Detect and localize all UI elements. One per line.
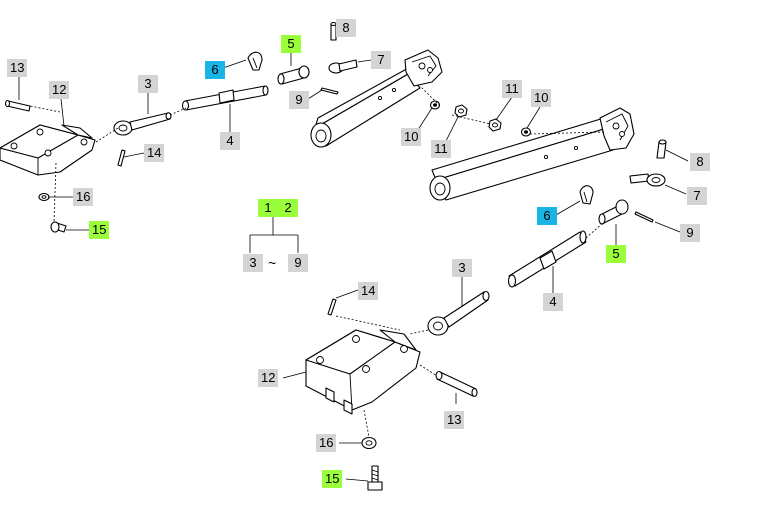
pin-5-right — [598, 199, 629, 225]
tube-4-right — [507, 230, 587, 288]
rod-end-3-right — [427, 290, 490, 336]
callout-15-lower: 15 — [322, 470, 343, 488]
nut-11-top — [454, 104, 468, 118]
nut-11-right — [488, 118, 502, 132]
clip-6-right — [579, 185, 594, 205]
bracket-12-top — [0, 124, 96, 176]
bolt-15-top — [50, 221, 67, 233]
callout-5-top: 5 — [281, 35, 301, 53]
callout-8-right: 8 — [690, 153, 710, 171]
callout-6-right: 6 — [537, 207, 557, 225]
callout-13-lower: 13 — [444, 411, 465, 429]
callout-12-lower: 12 — [258, 369, 279, 387]
legend-label-9: 9 — [288, 254, 308, 272]
washer-16-lower — [361, 436, 377, 450]
legend-label-3: 3 — [243, 254, 263, 272]
callout-9-right: 9 — [680, 224, 700, 242]
callout-10-top: 10 — [401, 128, 422, 146]
legend-label-1: 1 — [258, 199, 278, 217]
washer-10-right — [520, 127, 532, 137]
clip-6-top — [247, 51, 263, 71]
callout-7-right: 7 — [687, 187, 707, 205]
tube-4-top — [181, 85, 269, 111]
rod-end-3-top — [113, 112, 172, 136]
pin-9-top — [320, 87, 339, 95]
eyebolt-7-top — [328, 59, 358, 74]
callout-3-right: 3 — [452, 259, 472, 277]
callout-8-top: 8 — [336, 19, 356, 37]
eyebolt-7-right — [629, 173, 666, 187]
pin-9-right — [634, 211, 654, 223]
callout-16-top: 16 — [73, 188, 94, 206]
pin-8-top — [330, 21, 337, 41]
lower-arm-top — [310, 49, 443, 148]
bracket-12-lower — [305, 329, 421, 415]
pin-13-lower — [435, 370, 478, 398]
callout-12-top: 12 — [49, 81, 70, 99]
callout-3-top: 3 — [138, 75, 158, 93]
pin-14-top — [117, 149, 126, 167]
callout-4-top: 4 — [220, 132, 240, 150]
pin-14-lower — [327, 298, 337, 316]
callout-16-lower: 16 — [316, 434, 337, 452]
callout-14-lower: 14 — [358, 282, 379, 300]
callout-15-top: 15 — [89, 221, 110, 239]
callout-5-right: 5 — [606, 245, 626, 263]
washer-16-top — [38, 192, 50, 202]
callout-9-top: 9 — [289, 91, 309, 109]
legend-label-2: 2 — [278, 199, 298, 217]
callout-11-right: 11 — [502, 80, 522, 98]
callout-10-right: 10 — [531, 89, 552, 107]
callout-14-top: 14 — [144, 144, 165, 162]
pin-13-top — [4, 99, 31, 112]
legend-range-symbol: ~ — [268, 255, 277, 271]
lower-arm-right — [429, 107, 635, 201]
pin-8-right — [656, 139, 667, 159]
callout-11-top: 11 — [431, 140, 451, 158]
callout-4-right: 4 — [543, 293, 563, 311]
legend-bracket — [249, 217, 299, 253]
bolt-15-lower — [367, 465, 383, 491]
leader-lines — [18, 27, 689, 482]
callout-7-top: 7 — [371, 51, 391, 69]
callout-6-top: 6 — [205, 61, 225, 79]
pin-5-top — [277, 65, 310, 85]
washer-10-top — [429, 100, 441, 110]
callout-13-top: 13 — [7, 59, 28, 77]
